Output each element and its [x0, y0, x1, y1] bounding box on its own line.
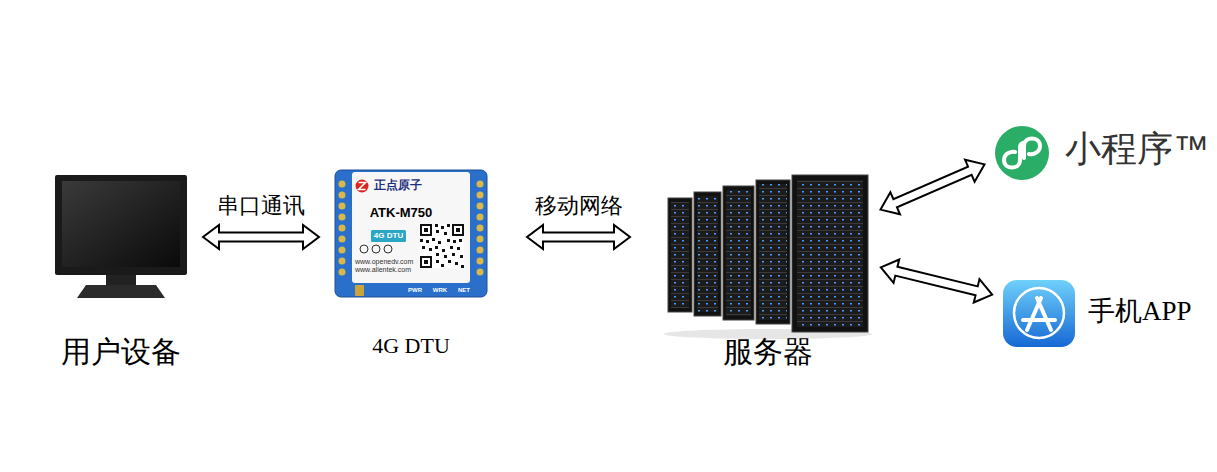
app-store-icon — [1003, 280, 1075, 347]
icon-tile — [1003, 280, 1075, 347]
led-label: NET — [458, 287, 470, 294]
client-caption: 手机APP — [1088, 294, 1192, 329]
device-caption: 4G DTU — [372, 332, 450, 361]
monitor-bezel — [55, 175, 187, 275]
qr-modules — [420, 224, 464, 268]
mini-program-icon — [995, 126, 1049, 180]
antenna-connector — [355, 285, 364, 296]
rack-units — [797, 180, 863, 327]
brand-name: 正点原子 — [374, 179, 422, 192]
rack-units — [726, 190, 751, 316]
server-rack — [792, 175, 868, 332]
qr-ground — [420, 224, 464, 268]
device-node: 用户设备 — [45, 170, 197, 377]
icon-symbol — [1023, 298, 1055, 330]
monitor-base — [77, 285, 165, 298]
rack-units — [671, 202, 689, 308]
monitor-neck — [106, 275, 136, 286]
website-text: www.openedv.com — [355, 258, 413, 266]
device-caption: 服务器 — [723, 332, 813, 371]
double-arrow — [881, 160, 985, 214]
website-text: www.alientek.com — [355, 266, 411, 274]
device-node: 服务器 — [660, 170, 875, 377]
link-label: 串口通讯 — [214, 193, 308, 219]
brand-logo-mark — [359, 183, 366, 190]
client-caption: 小程序™ — [1065, 126, 1209, 173]
rack-units — [697, 196, 718, 312]
server-rack — [756, 180, 790, 324]
monitor-screen — [62, 181, 180, 267]
device-caption: 用户设备 — [61, 332, 181, 371]
qr-code — [420, 224, 464, 268]
double-arrow — [881, 260, 992, 303]
server-rack — [668, 198, 692, 312]
link-label: 移动网络 — [532, 193, 626, 219]
module-sticker — [352, 172, 470, 283]
icon-circle — [995, 126, 1049, 180]
double-arrow — [203, 225, 319, 249]
device-node: 小程序™ — [990, 120, 1217, 179]
server-rack — [694, 192, 721, 316]
icon-symbol — [1004, 139, 1040, 168]
device-node: 4G DTU — [325, 165, 497, 367]
icon-ring — [1014, 288, 1064, 338]
product-badge-text: 4G DTU — [374, 232, 403, 241]
product-badge — [371, 230, 406, 242]
server-racks — [664, 175, 872, 339]
rack-units — [759, 184, 787, 320]
server-rack — [723, 186, 754, 320]
led-label: PWR — [408, 287, 422, 294]
cert-mark — [360, 245, 368, 253]
pcb-board — [335, 170, 487, 297]
led-label: WRK — [433, 287, 447, 294]
device-node: 手机APP — [998, 278, 1210, 335]
monitor-icon — [55, 175, 187, 298]
model-number: ATK-M750 — [370, 206, 433, 220]
dtu-module — [335, 170, 487, 297]
brand-logo — [356, 180, 369, 193]
double-arrow — [527, 225, 630, 249]
qr-finders — [420, 224, 464, 268]
cert-mark — [372, 245, 380, 253]
cert-mark — [384, 245, 392, 253]
